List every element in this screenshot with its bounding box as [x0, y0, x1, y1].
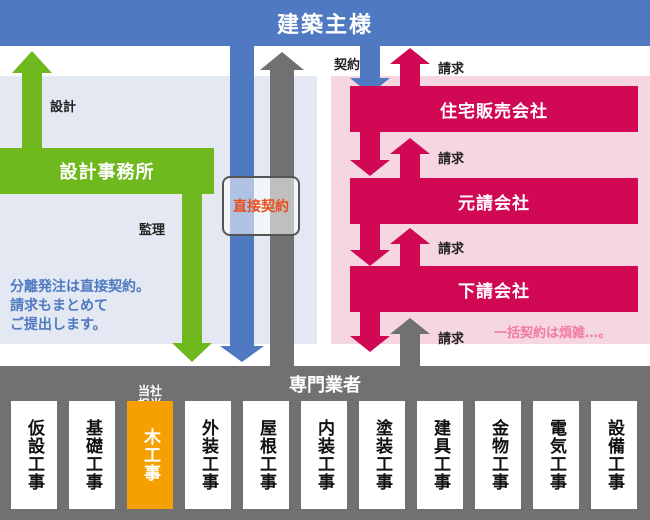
- trade-painting: 塗装工事: [359, 401, 405, 509]
- contract-arrow-2: [350, 132, 390, 176]
- contract-arrow-3: [350, 224, 390, 266]
- invoice-label-2: 請求: [438, 152, 465, 167]
- invoice-arrow-3: [390, 228, 430, 268]
- trade-equipment: 設備工事: [591, 401, 637, 509]
- trade-exterior: 外装工事: [185, 401, 231, 509]
- trade-electrical: 電気工事: [533, 401, 579, 509]
- trade-fittings: 建具工事: [417, 401, 463, 509]
- left-note: 分離発注は直接契約。 請求もまとめて ご提出します。: [10, 278, 150, 335]
- design-label: 設計: [50, 100, 77, 115]
- supervision-arrow-down: [172, 194, 212, 362]
- invoice-arrow-2: [390, 138, 430, 178]
- client-header: 建築主様: [0, 0, 650, 46]
- contract-label: 契約: [334, 58, 361, 73]
- trade-carpentry: 木工事: [127, 401, 173, 509]
- left-note-line-1: 分離発注は直接契約。: [10, 279, 150, 295]
- trade-foundation: 基礎工事: [69, 401, 115, 509]
- company-label-prime: 元請会社: [458, 193, 530, 214]
- design-office-box: 設計事務所: [0, 148, 214, 194]
- design-arrow-up: [12, 51, 52, 148]
- invoice-label-3: 請求: [438, 242, 465, 257]
- invoice-label-1: 請求: [438, 62, 465, 77]
- invoice-label-4: 請求: [438, 332, 465, 347]
- right-note: 一括契約は煩雑…。: [494, 326, 612, 341]
- company-label-sub: 下請会社: [458, 281, 530, 302]
- trade-interior: 内装工事: [301, 401, 347, 509]
- contract-arrow-1: [350, 46, 390, 94]
- trade-temporary: 仮設工事: [11, 401, 57, 509]
- specialists-title: 専門業者: [289, 375, 361, 396]
- design-office-label: 設計事務所: [59, 162, 155, 183]
- company-box-housing: 住宅販売会社: [350, 86, 638, 132]
- contract-arrow-4: [350, 312, 390, 352]
- client-title: 建築主様: [276, 13, 373, 38]
- supervision-label: 監理: [139, 223, 166, 238]
- trade-roofing: 屋根工事: [243, 401, 289, 509]
- invoice-arrow-4: [390, 318, 430, 366]
- company-box-sub: 下請会社: [350, 266, 638, 312]
- company-label-housing: 住宅販売会社: [440, 101, 548, 122]
- trade-hardware: 金物工事: [475, 401, 521, 509]
- company-box-prime: 元請会社: [350, 178, 638, 224]
- left-note-line-2: 請求もまとめて: [10, 298, 108, 314]
- invoice-arrow-1: [390, 48, 430, 86]
- direct-contract-badge: 直接契約: [222, 176, 300, 236]
- direct-contract-label: 直接契約: [233, 199, 289, 215]
- left-note-line-3: ご提出します。: [10, 317, 107, 333]
